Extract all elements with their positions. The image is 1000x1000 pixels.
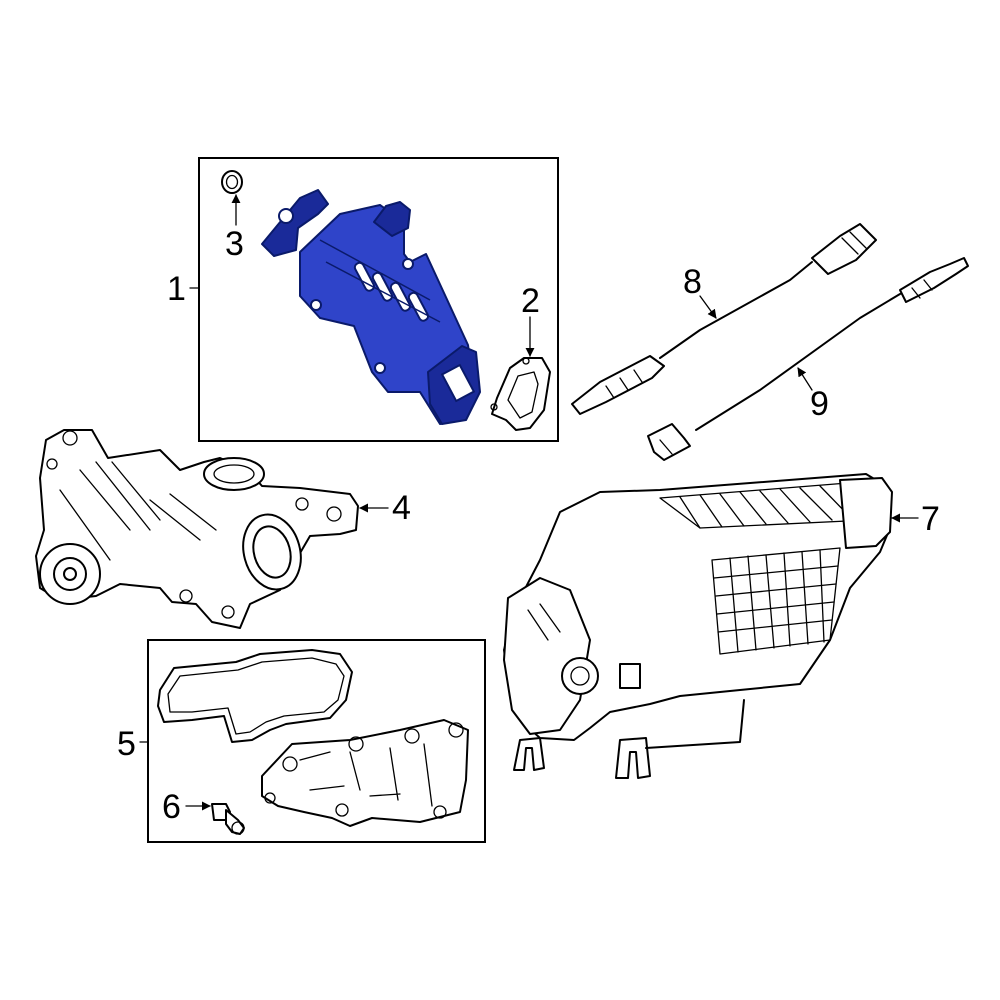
callout-3: 3: [225, 225, 244, 263]
egr-cooler-tube-end: [373, 201, 411, 237]
callout-5: 5: [117, 725, 136, 763]
charge-air-cooler-part[interactable]: [503, 473, 893, 779]
callout-6: 6: [162, 788, 181, 826]
group-box-manifold: [147, 639, 486, 843]
o2-sensor-upstream-part[interactable]: [571, 223, 877, 415]
group-box-egr: [198, 157, 559, 442]
thermostat-housing-part[interactable]: [35, 429, 359, 629]
callout-7: 7: [921, 500, 940, 538]
manifold-gasket-part[interactable]: [157, 649, 353, 743]
o2-sensor-downstream-part[interactable]: [647, 257, 969, 461]
callout-4: 4: [392, 489, 411, 527]
callout-leaders: [139, 194, 919, 811]
callout-8: 8: [683, 263, 702, 301]
egr-cooler-part[interactable]: [261, 189, 481, 425]
bolt-part[interactable]: [211, 803, 245, 835]
callout-9: 9: [810, 385, 829, 423]
manifold-plate-part[interactable]: [261, 719, 469, 827]
o-ring-part[interactable]: [221, 170, 243, 194]
callout-1: 1: [167, 270, 186, 308]
callout-2: 2: [521, 282, 540, 320]
gasket-part[interactable]: [490, 357, 551, 431]
egr-cooler-inlet-flange: [261, 189, 329, 257]
